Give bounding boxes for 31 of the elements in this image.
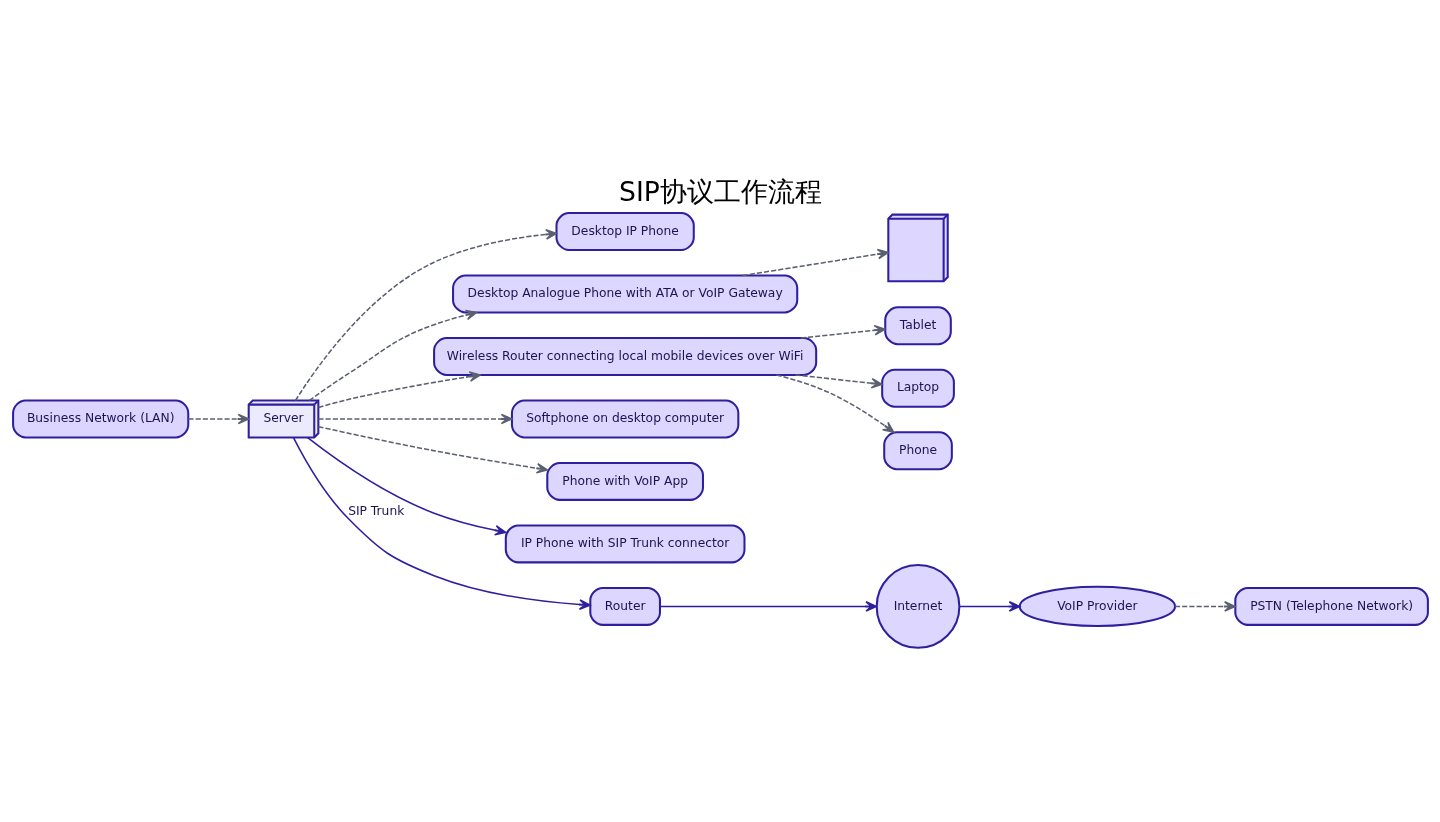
node-box: Phone with VoIP App xyxy=(545,461,704,501)
arrow xyxy=(799,324,886,339)
arrow xyxy=(1173,600,1236,612)
node-box: IP Phone with SIP Trunk connector xyxy=(504,523,745,563)
node-box: Desktop IP Phone xyxy=(555,211,695,251)
node-box: Desktop Analogue Phone with ATA or VoIP Gateway xyxy=(451,274,798,313)
node-circle: Internet xyxy=(875,563,960,649)
arrow xyxy=(958,600,1020,612)
node-box: Router xyxy=(588,586,661,626)
node-box: Business Network (LAN) xyxy=(11,399,189,438)
node-box: Wireless Router connecting local mobile devices over WiFi xyxy=(432,336,817,376)
node-box: Phone xyxy=(882,430,953,470)
arrow xyxy=(308,309,477,401)
arrow xyxy=(317,370,481,408)
node-box: Laptop xyxy=(880,368,955,408)
node-ellipse: VoIP Provider xyxy=(1018,585,1176,627)
arrow xyxy=(292,436,591,610)
arrow xyxy=(317,413,512,424)
arrow xyxy=(306,436,506,536)
arrow xyxy=(187,413,249,424)
arrow xyxy=(317,425,548,474)
arrow xyxy=(658,600,877,612)
node-box: PSTN (Telephone Network) xyxy=(1233,586,1429,626)
arrow xyxy=(294,228,557,401)
arrow xyxy=(794,373,883,389)
diagram-title: SIP协议工作流程 xyxy=(618,175,822,207)
node-box: Softphone on desktop computer xyxy=(510,399,739,438)
edge-label: SIP Trunk xyxy=(347,503,404,518)
arrow xyxy=(775,373,894,433)
arrow xyxy=(741,248,889,276)
node-box: Tablet xyxy=(883,305,952,345)
